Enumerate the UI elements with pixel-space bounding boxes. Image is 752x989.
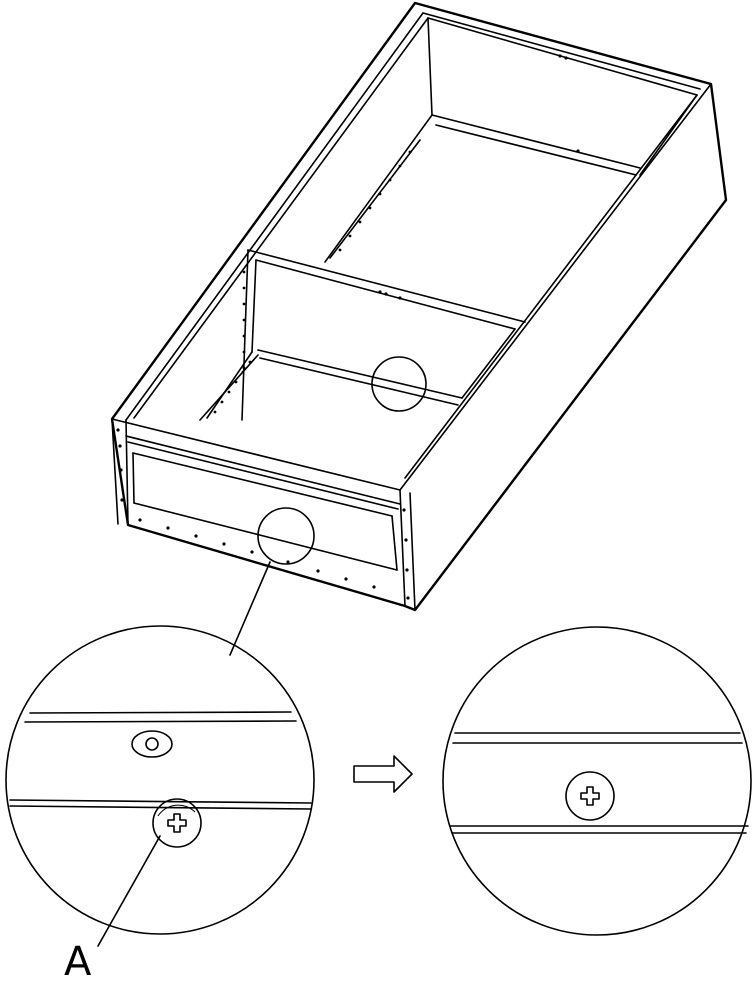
right-arrow-icon — [353, 755, 413, 793]
front-panel-right-edge — [391, 515, 398, 571]
phillips-cross-icon — [167, 813, 187, 833]
top-rail-back-inner — [422, 12, 701, 90]
rail-line-3 — [9, 799, 312, 804]
bottom-rail-screws — [138, 518, 376, 589]
screw-head-installed-icon — [565, 771, 615, 821]
zoom-circle-before — [5, 625, 315, 935]
phillips-cross-installed-icon — [580, 786, 600, 806]
right-top-edge-inner — [404, 94, 698, 479]
zoom-detail-after — [442, 626, 752, 936]
front-panel-lower-bottom — [127, 524, 406, 607]
top-rail-left-inner2 — [133, 17, 429, 419]
front-right-post — [399, 489, 406, 607]
front-panel-upper — [132, 452, 393, 517]
front-floor-left — [199, 354, 259, 421]
front-rail-top — [111, 418, 401, 491]
corner-screws — [116, 54, 580, 600]
empty-hole-outer — [131, 730, 173, 758]
right-side-edge — [710, 83, 727, 201]
divider-top — [247, 249, 526, 323]
divider-hole-column — [242, 270, 246, 370]
front-left-post — [111, 418, 119, 525]
divider-bottom-rail — [257, 349, 463, 399]
back-panel-left — [427, 17, 433, 116]
back-floor-left-inner — [329, 139, 421, 259]
divider-bottom-rail2 — [259, 357, 459, 406]
front-panel-lower-top — [133, 502, 398, 571]
top-rail-left — [111, 2, 416, 420]
screw-head-icon — [152, 798, 202, 848]
rail-line-4 — [9, 805, 312, 810]
front-floor-left-inner — [206, 351, 253, 419]
front-right-post-inner — [409, 492, 416, 611]
front-rail-bottom — [125, 435, 401, 505]
divider-left-inner — [251, 259, 257, 353]
right-top-edge — [399, 83, 712, 491]
front-panel-left-edge — [132, 452, 135, 504]
top-rail-back — [414, 2, 712, 85]
callout-leader — [97, 835, 161, 947]
callout-label-a: A — [64, 939, 92, 985]
back-panel-bottom-rail — [431, 114, 641, 169]
divider-left — [241, 249, 249, 421]
detail-marker-front — [257, 507, 315, 565]
rail-line-2 — [24, 720, 297, 723]
top-rail-back-inner2 — [427, 17, 698, 96]
top-rail-left-inner — [125, 12, 424, 421]
cabinet — [110, 1, 728, 612]
detail-marker-divider — [371, 356, 427, 412]
back-floor-hole-row — [338, 150, 412, 252]
front-rail-bottom2 — [127, 441, 399, 510]
front-floor-hole-row — [213, 360, 252, 414]
empty-hole-inner — [145, 737, 159, 751]
back-panel-right — [639, 94, 698, 176]
zoom-circle-after — [442, 626, 752, 936]
zoom-detail-before — [5, 625, 315, 947]
back-panel-bottom-rail2 — [435, 124, 637, 176]
rail-line-1 — [29, 711, 292, 714]
divider-right — [461, 328, 516, 399]
cabinet-outline — [110, 1, 728, 612]
back-floor-left — [324, 114, 433, 263]
zoom-leader-line — [229, 561, 271, 656]
front-left-post-inner — [125, 419, 129, 526]
